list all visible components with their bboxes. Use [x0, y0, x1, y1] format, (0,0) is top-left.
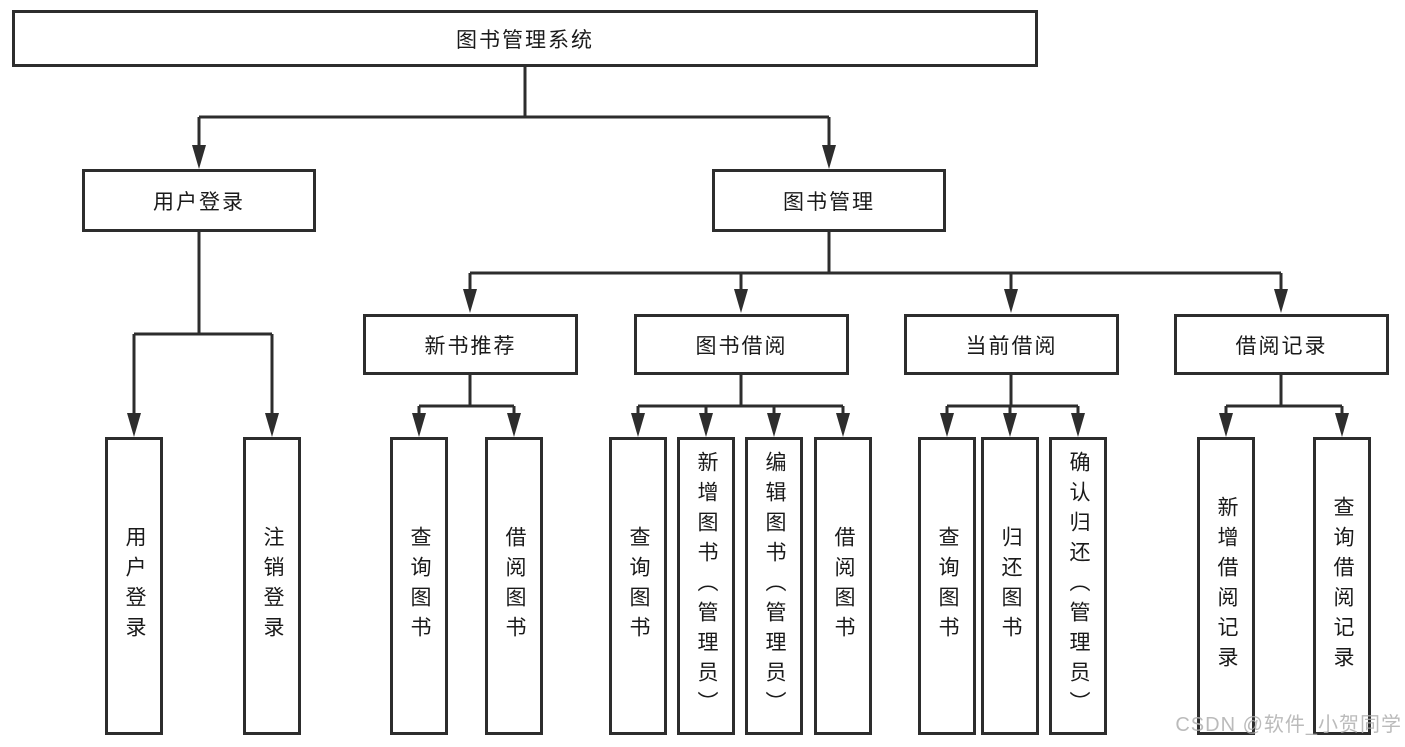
leaf-borrowing-edit-books-admin: 编辑图书（管理员）: [745, 437, 803, 735]
leaf-recommend-borrow-books: 借阅图书: [485, 437, 543, 735]
leaf-current-return-books: 归还图书: [981, 437, 1039, 735]
leaf-current-query-books: 查询图书: [918, 437, 976, 735]
leaf-recommend-query-books: 查询图书: [390, 437, 448, 735]
node-borrowing-records: 借阅记录: [1174, 314, 1389, 375]
node-new-book-recommend: 新书推荐: [363, 314, 578, 375]
leaf-logout: 注销登录: [243, 437, 301, 735]
leaf-borrowing-add-books-admin: 新增图书（管理员）: [677, 437, 735, 735]
node-book-management: 图书管理: [712, 169, 946, 232]
leaf-records-query-record: 查询借阅记录: [1313, 437, 1371, 735]
arrowheads: [127, 145, 1349, 437]
leaf-borrowing-query-books: 查询图书: [609, 437, 667, 735]
leaf-user-login: 用户登录: [105, 437, 163, 735]
leaf-borrowing-borrow-books: 借阅图书: [814, 437, 872, 735]
node-root: 图书管理系统: [12, 10, 1038, 67]
leaf-records-add-record: 新增借阅记录: [1197, 437, 1255, 735]
leaf-current-confirm-return-admin: 确认归还（管理员）: [1049, 437, 1107, 735]
node-book-borrowing: 图书借阅: [634, 314, 849, 375]
watermark-text: CSDN @软件_小贺同学: [1175, 714, 1402, 736]
node-current-borrowing: 当前借阅: [904, 314, 1119, 375]
node-user-login: 用户登录: [82, 169, 316, 232]
